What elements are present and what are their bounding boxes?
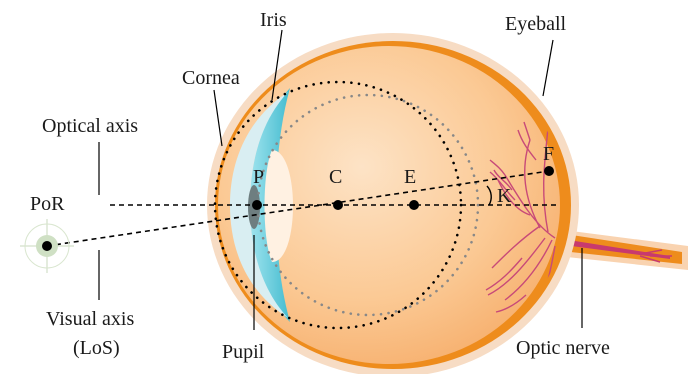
label-optical-axis: Optical axis — [42, 115, 138, 137]
label-point-k: K — [497, 185, 512, 207]
label-los: (LoS) — [73, 337, 120, 359]
label-eyeball: Eyeball — [505, 13, 567, 35]
point-e — [409, 200, 419, 210]
point-c — [333, 200, 343, 210]
label-visual-axis: Visual axis — [46, 308, 134, 330]
label-optic-nerve: Optic nerve — [516, 337, 610, 359]
label-point-p: P — [253, 166, 264, 188]
label-cornea: Cornea — [182, 67, 240, 89]
label-pupil: Pupil — [222, 341, 265, 363]
point-p — [252, 200, 262, 210]
point-por — [42, 241, 52, 251]
point-f — [544, 166, 554, 176]
label-point-e: E — [404, 166, 416, 188]
label-point-c: C — [329, 166, 342, 188]
label-point-f: F — [543, 143, 554, 165]
leader-cornea — [214, 90, 222, 146]
label-por: PoR — [30, 193, 65, 215]
label-iris: Iris — [260, 9, 287, 31]
leader-eyeball — [543, 40, 553, 96]
